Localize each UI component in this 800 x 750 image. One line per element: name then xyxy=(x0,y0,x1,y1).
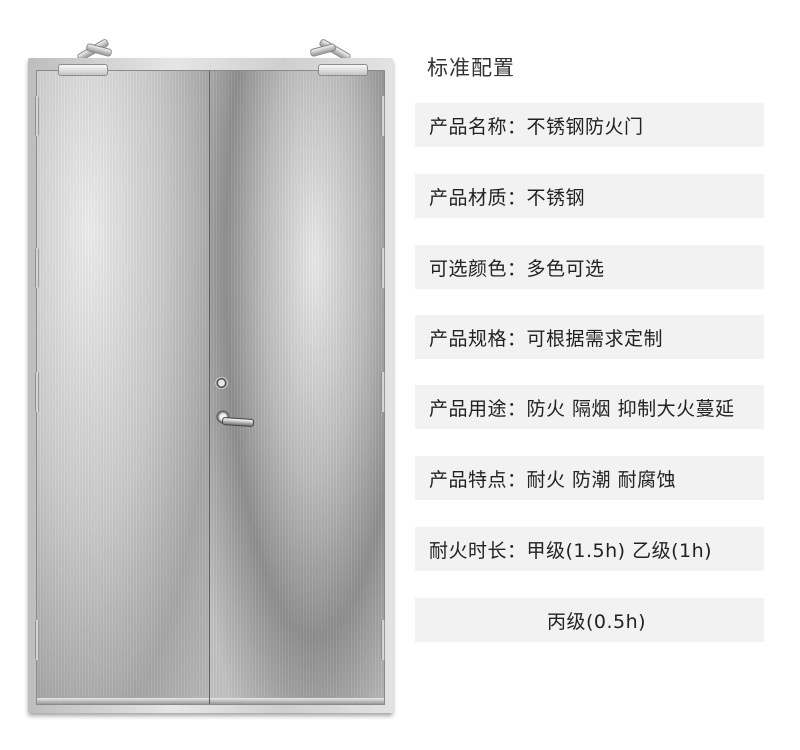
door-frame xyxy=(28,58,393,713)
spec-value: 甲级(1.5h) 乙级(1h) xyxy=(526,539,713,562)
spec-value: 防火 隔烟 抑制大火蔓延 xyxy=(526,397,735,420)
door-opening xyxy=(36,70,385,705)
spec-value: 可根据需求定制 xyxy=(526,327,664,350)
door-leaf-right xyxy=(210,71,384,704)
door-closer-body-right xyxy=(318,64,368,76)
door-leaf-left xyxy=(37,71,210,704)
door-closer-arm-right-2 xyxy=(309,42,337,58)
hinge-icon xyxy=(381,96,385,136)
spec-row-size: 产品规格： 可根据需求定制 xyxy=(415,315,764,359)
spec-value: 多色可选 xyxy=(526,257,605,280)
spec-label: 耐火时长： xyxy=(429,539,527,562)
spec-row-fire-rating: 耐火时长： 甲级(1.5h) 乙级(1h) xyxy=(415,527,764,571)
hinge-icon xyxy=(35,372,39,412)
spec-value: 不锈钢 xyxy=(526,186,586,209)
spec-label: 产品材质： xyxy=(429,186,527,209)
spec-row-usage: 产品用途： 防火 隔烟 抑制大火蔓延 xyxy=(415,385,764,429)
spec-label: 产品用途： xyxy=(429,397,527,420)
spec-label: 产品特点： xyxy=(429,468,527,491)
spec-row-fire-rating-cont: 丙级(0.5h) xyxy=(415,598,764,642)
lock-cylinder-icon xyxy=(215,376,228,390)
spec-label: 产品规格： xyxy=(429,327,527,350)
fire-door-image xyxy=(28,38,393,713)
hinge-icon xyxy=(381,248,385,288)
spec-label: 产品名称： xyxy=(429,115,527,138)
hinge-icon xyxy=(35,96,39,136)
hinge-icon xyxy=(35,620,39,660)
door-closer-body-left xyxy=(58,64,108,76)
spec-row-name: 产品名称： 不锈钢防火门 xyxy=(415,103,764,147)
hinge-icon xyxy=(381,620,385,660)
spec-title: 标准配置 xyxy=(427,56,515,80)
hinge-icon xyxy=(381,372,385,412)
leaf-bottom-edge xyxy=(37,698,209,704)
spec-row-material: 产品材质： 不锈钢 xyxy=(415,174,764,218)
hinge-icon xyxy=(35,248,39,288)
leaf-bottom-edge xyxy=(210,698,384,704)
spec-row-color: 可选颜色： 多色可选 xyxy=(415,245,764,289)
spec-label: 可选颜色： xyxy=(429,257,527,280)
spec-value: 丙级(0.5h) xyxy=(547,610,647,633)
spec-row-features: 产品特点： 耐火 防潮 耐腐蚀 xyxy=(415,456,764,500)
spec-value: 耐火 防潮 耐腐蚀 xyxy=(526,468,677,491)
spec-value: 不锈钢防火门 xyxy=(526,115,644,138)
